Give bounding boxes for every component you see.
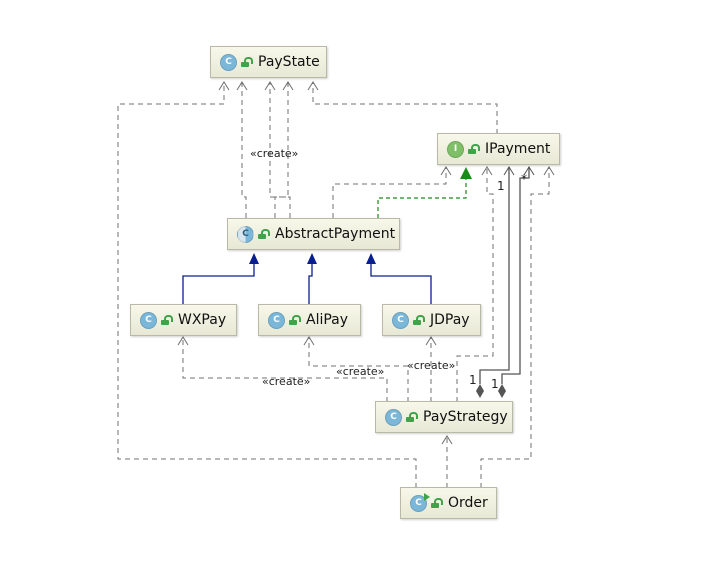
edge-abstractpayment-to-paystate-a [241, 82, 247, 218]
edge-abstractpayment-implements-ipayment [377, 178, 467, 218]
edge-paystrategy-to-ipayment [456, 167, 494, 402]
public-visibility-icon [161, 314, 173, 325]
class-node-order[interactable]: C Order [400, 487, 497, 519]
composition-diamond-left [476, 384, 484, 398]
multiplicity-strategy-left: 1 [469, 373, 477, 387]
class-node-wxpay[interactable]: C WXPay [130, 304, 237, 336]
inheritance-arrowheads [249, 253, 376, 264]
class-node-alipay[interactable]: C AliPay [258, 304, 361, 336]
run-badge-icon [424, 492, 430, 501]
class-node-paystrategy[interactable]: C PayStrategy [375, 401, 513, 433]
public-visibility-icon [413, 314, 425, 325]
class-name: PayState [258, 54, 320, 70]
inheritance-arrowhead-ali [307, 253, 317, 264]
class-icon: C [385, 408, 402, 426]
public-visibility-icon [431, 497, 443, 508]
class-icon: C [268, 311, 285, 329]
class-icon: C [392, 311, 409, 329]
edge-wxpay-extends-abstractpayment [182, 262, 255, 304]
public-visibility-icon [289, 314, 301, 325]
inheritance-arrowhead-jd [366, 253, 376, 264]
edge-ipayment-to-paystate [312, 82, 498, 134]
interface-icon: I [447, 140, 464, 158]
class-node-paystate[interactable]: C PayState [210, 46, 327, 78]
edge-abstractpayment-to-ipayment [332, 167, 447, 218]
create-label-wxpay: «create» [262, 375, 310, 388]
class-name: PayStrategy [423, 409, 508, 425]
edge-order-to-paystate [117, 82, 417, 488]
inheritance-edges [182, 262, 432, 304]
multiplicity-ipayment-many: * [521, 172, 527, 186]
interface-name: IPayment [485, 141, 551, 157]
edge-jdpay-extends-abstractpayment [370, 262, 432, 304]
class-name: AbstractPayment [275, 226, 396, 242]
inheritance-arrowhead-wx [249, 253, 259, 264]
dependency-edges [117, 82, 550, 488]
multiplicity-ipayment-one: 1 [497, 179, 505, 193]
edge-paystrategy-to-alipay [308, 337, 409, 402]
multiplicity-strategy-right: 1 [491, 377, 499, 391]
class-letter: C [415, 498, 422, 508]
create-label-jdpay: «create» [407, 359, 455, 372]
class-name: Order [448, 495, 488, 511]
interface-node-ipayment[interactable]: I IPayment [437, 133, 560, 165]
abstract-class-icon: C [237, 225, 254, 243]
implementation-arrowhead [460, 167, 472, 179]
edge-abstractpayment-to-paystate-c [274, 82, 289, 218]
create-label-alipay: «create» [336, 365, 384, 378]
edge-alipay-extends-abstractpayment [308, 262, 313, 304]
edge-order-to-ipayment [480, 167, 550, 488]
class-name: JDPay [430, 312, 470, 328]
class-name: WXPay [178, 312, 227, 328]
class-icon: C [220, 53, 237, 71]
create-label-paystate: «create» [250, 147, 298, 160]
public-visibility-icon [258, 228, 270, 239]
edge-paystrategy-to-wxpay [182, 337, 388, 402]
class-icon: C [140, 311, 157, 329]
public-visibility-icon [406, 411, 418, 422]
edge-paystrategy-holds-ipayment-many [501, 167, 530, 384]
class-node-jdpay[interactable]: C JDPay [382, 304, 481, 336]
class-node-abstractpayment[interactable]: C AbstractPayment [227, 218, 400, 250]
edge-abstractpayment-to-paystate-b [269, 82, 291, 218]
implementation-edge [377, 167, 472, 218]
class-name: AliPay [306, 312, 349, 328]
runnable-class-icon: C [410, 492, 430, 512]
composition-edges [476, 166, 535, 398]
public-visibility-icon [241, 56, 253, 67]
composition-diamond-right [498, 384, 506, 398]
edge-paystrategy-holds-ipayment-one [479, 167, 510, 384]
dependency-arrowheads [177, 81, 555, 445]
public-visibility-icon [468, 143, 480, 154]
edge-labels: «create» «create» «create» «create» 1 * … [250, 147, 527, 391]
